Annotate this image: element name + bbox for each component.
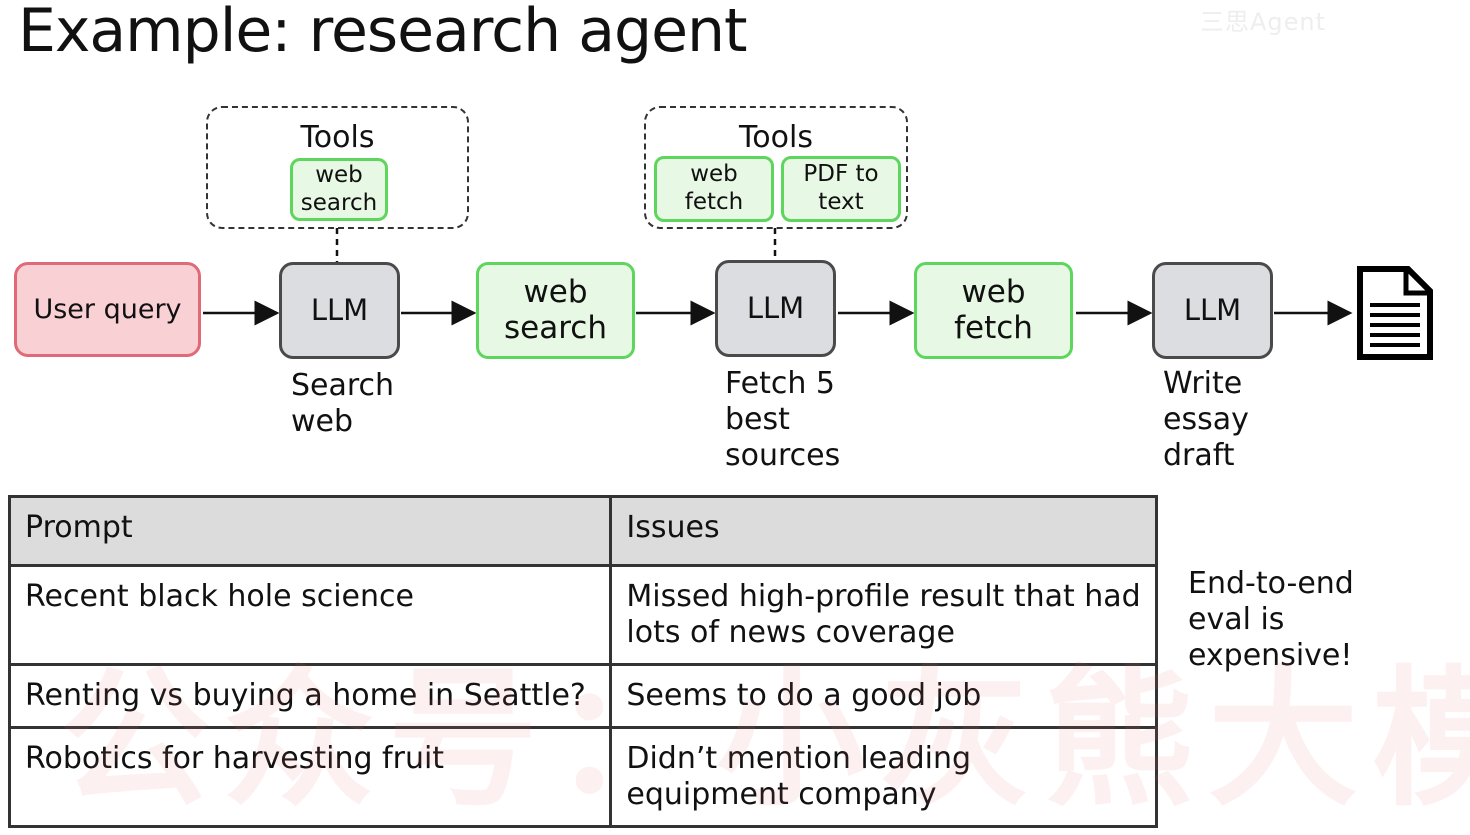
tool-pdf-to-text: PDF to text [781, 156, 901, 222]
web-fetch-node: web fetch [914, 262, 1073, 359]
llm-node-2: LLM [715, 260, 836, 357]
table-row: Recent black hole science Missed high-pr… [7, 564, 1158, 666]
tool-web-fetch: web fetch [654, 156, 774, 222]
table-cell-issue: Didn’t mention leading equipment company [609, 726, 1158, 828]
tool-web-search: web search [290, 158, 388, 221]
table-cell-issue: Seems to do a good job [609, 663, 1158, 729]
tools-group-1: Tools web search [206, 106, 469, 229]
user-query-node: User query [14, 262, 201, 357]
table-cell-issue: Missed high-profile result that had lots… [609, 564, 1158, 666]
llm-node-1: LLM [279, 262, 400, 359]
side-note: End-to-end eval is expensive! [1188, 566, 1354, 673]
tools-group-label: Tools [739, 120, 813, 155]
llm-node-2-caption: Fetch 5 best sources [725, 366, 841, 473]
llm-node-1-caption: Search web [291, 368, 395, 439]
llm-node-3: LLM [1152, 262, 1273, 359]
table-cell-prompt: Robotics for harvesting fruit [7, 726, 613, 828]
table-row: Renting vs buying a home in Seattle? See… [7, 663, 1158, 729]
table-row: Robotics for harvesting fruit Didn’t men… [7, 726, 1158, 828]
tools-group-2: Tools web fetch PDF to text [644, 106, 908, 229]
table-cell-prompt: Recent black hole science [7, 564, 613, 666]
column-header-issues: Issues [609, 495, 1158, 567]
eval-table: Prompt Issues Recent black hole science … [7, 495, 1158, 828]
watermark-top: 三思Agent [1200, 8, 1327, 36]
table-header-row: Prompt Issues [7, 495, 1158, 567]
llm-node-3-caption: Write essay draft [1163, 366, 1249, 473]
page-title: Example: research agent [18, 0, 748, 66]
web-search-node: web search [476, 262, 635, 359]
table-cell-prompt: Renting vs buying a home in Seattle? [7, 663, 613, 729]
document-icon [1357, 266, 1433, 360]
connector-lines [203, 228, 1353, 326]
column-header-prompt: Prompt [7, 495, 613, 567]
tools-group-label: Tools [300, 120, 375, 155]
